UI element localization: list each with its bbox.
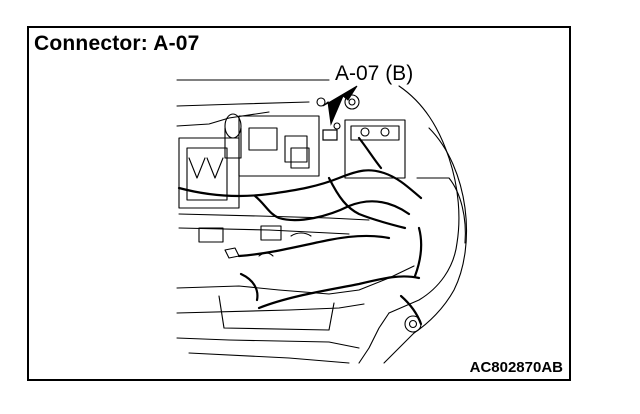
diagram-title: Connector: A-07 — [34, 32, 200, 55]
connector-arrow-icon — [322, 85, 358, 126]
figure-code: AC802870AB — [469, 359, 563, 376]
engine-bay-illustration — [176, 79, 468, 364]
diagram-frame: Connector: A-07 A-07 (B) AC802870AB — [27, 26, 571, 381]
connector-callout-label: A-07 (B) — [335, 62, 414, 85]
